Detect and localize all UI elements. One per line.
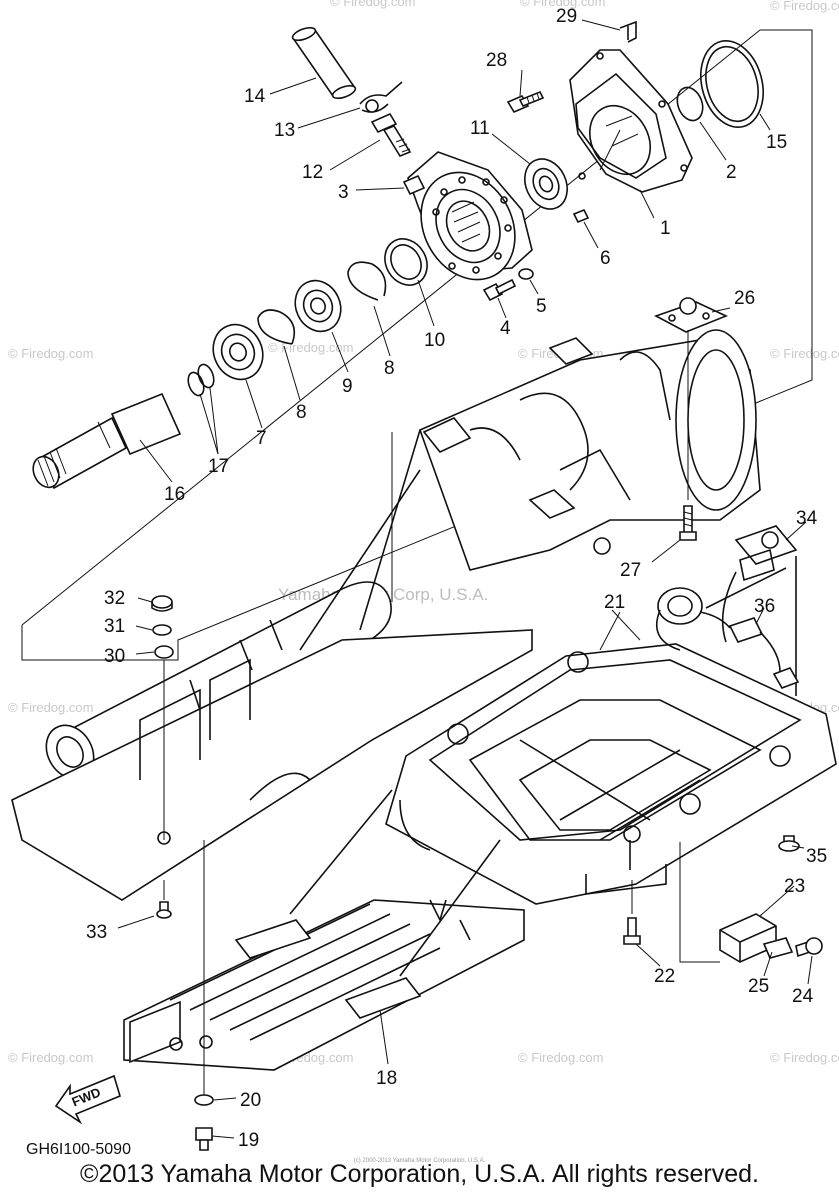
fwd-arrow: FWD	[54, 1074, 121, 1125]
label-34: 34	[796, 508, 818, 529]
label-11: 11	[470, 118, 490, 139]
part-labels: 1 2 3 4 5 6 7 8 8 9 10 11 12 13 14 15 16…	[86, 6, 827, 1151]
part-14-sleeve	[291, 26, 357, 100]
diagram-code: GH6I100-5090	[26, 1141, 131, 1158]
watermark: © Firedog.com	[770, 1050, 839, 1065]
label-17: 17	[208, 456, 229, 477]
part-15-seal-ring	[700, 39, 764, 129]
part-21-ride-plate	[385, 643, 837, 905]
label-9: 9	[342, 376, 353, 397]
part-5-washer	[518, 268, 534, 280]
part-3-housing	[402, 151, 533, 281]
part-25-plate	[762, 937, 794, 959]
label-19: 19	[238, 1130, 259, 1151]
label-32: 32	[104, 588, 125, 609]
part-1-duct-housing	[569, 49, 693, 193]
part-20-washer	[194, 1094, 214, 1106]
part-19-bolt	[195, 1127, 213, 1151]
watermark: © Firedog.com	[770, 346, 839, 361]
label-23: 23	[784, 876, 805, 897]
part-29-clip	[619, 20, 637, 43]
label-7: 7	[256, 428, 267, 449]
part-26-plate	[654, 297, 729, 500]
label-6: 6	[600, 248, 611, 269]
part-12-bolt	[370, 112, 412, 157]
label-28: 28	[486, 50, 507, 71]
label-30: 30	[104, 646, 125, 667]
label-12: 12	[302, 162, 323, 183]
part-9-bearing	[294, 279, 342, 333]
part-4-bolt	[482, 278, 517, 302]
watermark: © Firedog.com	[330, 0, 415, 9]
leader-lines	[117, 19, 813, 1139]
label-21: 21	[604, 592, 625, 613]
label-35: 35	[806, 846, 827, 867]
label-33: 33	[86, 922, 107, 943]
part-11-bearing	[524, 158, 568, 210]
copyright-notice: ©2013 Yamaha Motor Corporation, U.S.A. A…	[80, 1160, 759, 1188]
part-8-circlip-b	[257, 309, 296, 345]
part-18-intake-grate	[123, 789, 525, 1071]
tiny-copyright-note: (c) 2000-2013 Yamaha Motor Corporation, …	[353, 1158, 486, 1164]
part-16-drive-shaft	[32, 392, 182, 490]
label-31: 31	[104, 616, 125, 637]
label-24: 24	[792, 986, 814, 1007]
part-8-circlip	[347, 261, 387, 301]
label-22: 22	[654, 966, 675, 987]
part-36-speed-sensor	[655, 587, 800, 689]
part-32-nut	[151, 595, 173, 612]
part-35-bolt	[778, 835, 800, 852]
label-15: 15	[766, 132, 787, 153]
part-7-bearing	[212, 323, 264, 381]
label-18: 18	[376, 1068, 397, 1089]
label-10: 10	[424, 330, 445, 351]
label-8a: 8	[296, 402, 307, 423]
watermark: © Firedog.com	[520, 0, 605, 9]
part-23-block	[679, 842, 777, 963]
part-30-nut	[154, 645, 174, 840]
watermark: © Firedog.com	[770, 0, 839, 13]
label-2: 2	[726, 162, 737, 183]
label-16: 16	[164, 484, 185, 505]
part-2-o-ring	[676, 86, 704, 122]
part-6-pin	[572, 208, 590, 224]
part-34-sensor	[705, 525, 798, 696]
label-29: 29	[556, 6, 577, 27]
part-13-clip	[359, 81, 403, 113]
label-5: 5	[536, 296, 547, 317]
label-36: 36	[754, 596, 775, 617]
label-20: 20	[240, 1090, 261, 1111]
part-27-bolt	[679, 505, 697, 541]
label-27: 27	[620, 560, 641, 581]
label-3: 3	[338, 182, 349, 203]
label-4: 4	[500, 318, 511, 339]
part-28-bolt	[506, 90, 545, 114]
part-22-bolt	[623, 880, 641, 945]
part-33-bolt	[156, 880, 172, 919]
label-13: 13	[274, 120, 295, 141]
label-8b: 8	[384, 358, 395, 379]
watermark: © Firedog.com	[518, 1050, 603, 1065]
part-24-bolt	[795, 937, 823, 958]
watermark: © Firedog.com	[8, 346, 93, 361]
watermark: © Firedog.com	[8, 1050, 93, 1065]
part-17-o-rings	[187, 363, 215, 397]
label-14: 14	[244, 86, 266, 107]
watermark: © Firedog.com	[8, 700, 93, 715]
part-10-spring-clip	[384, 238, 428, 286]
label-25: 25	[748, 976, 769, 997]
label-1: 1	[660, 218, 671, 239]
jet-pump-hull	[11, 329, 761, 901]
label-26: 26	[734, 288, 755, 309]
part-31-washer	[152, 624, 172, 636]
